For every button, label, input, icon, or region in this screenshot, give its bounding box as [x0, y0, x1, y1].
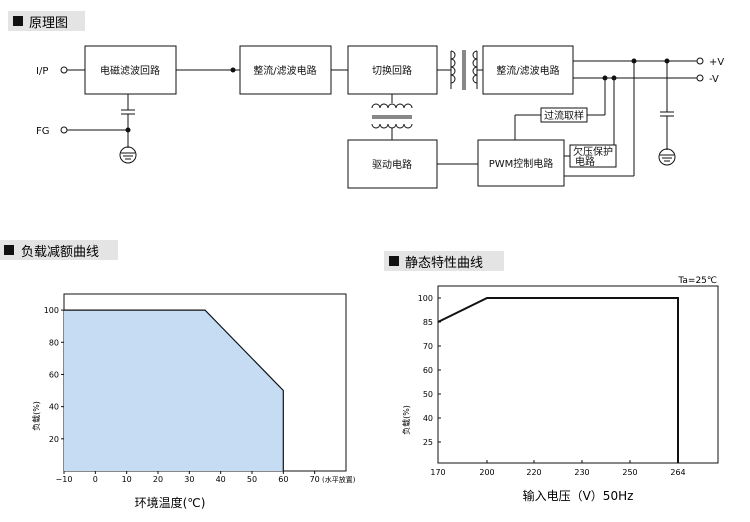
- negative-terminal: [696, 74, 704, 82]
- earth-ground-icon-right: [658, 148, 676, 166]
- block-labels: 电磁滤波回路 整流/滤波电路 切换回路 整流/滤波电路 驱动电路 PWM控制电路…: [100, 64, 613, 171]
- derating-y-tick-label: 20: [49, 435, 59, 444]
- static-x-ticks: 170 200 220 230 250 264: [430, 460, 686, 477]
- static-y-tick-label: 100: [418, 294, 433, 303]
- derating-x-axis-label: 环境温度(℃): [135, 495, 206, 510]
- derating-x-ticks: −10 0 10 20 30 40 50 60 70: [56, 471, 320, 484]
- schematic-title: 原理图: [29, 16, 68, 31]
- derating-x-note: (水平放置): [322, 475, 356, 484]
- static-y-tick-label: 40: [423, 414, 433, 423]
- static-x-tick-label: 264: [670, 468, 685, 477]
- derating-x-tick-label: 0: [93, 475, 98, 484]
- uvp-label-line1: 欠压保护: [573, 145, 613, 158]
- derating-x-tick-label: 70: [310, 475, 320, 484]
- static-y-tick-label: 85: [423, 318, 433, 327]
- schematic-header-bg: [8, 11, 85, 31]
- pwm-label: PWM控制电路: [489, 157, 554, 170]
- negative-output-label: -V: [709, 74, 719, 85]
- derating-header-square-icon: [4, 245, 14, 255]
- drive-transformer-icon: [371, 94, 413, 140]
- static-x-tick-label: 250: [622, 468, 637, 477]
- rectifier-out-label: 整流/滤波电路: [496, 64, 559, 77]
- schematic-header: 原理图: [8, 11, 85, 31]
- static-x-tick-label: 230: [574, 468, 589, 477]
- derating-y-ticks: 20 40 60 80 100: [44, 306, 64, 444]
- static-y-axis-label: 负载(%): [401, 405, 411, 435]
- derating-x-tick-label: 60: [278, 475, 288, 484]
- emi-rect-junction: [230, 67, 236, 73]
- derating-header: 负载减额曲线: [0, 240, 118, 260]
- static-x-tick-label: 170: [430, 468, 445, 477]
- driver-label: 驱动电路: [372, 158, 412, 171]
- positive-output-label: +V: [709, 57, 724, 68]
- derating-x-tick-label: 10: [122, 475, 132, 484]
- derating-curve: [64, 309, 284, 471]
- derating-y-tick-label: 80: [49, 338, 59, 347]
- static-title: 静态特性曲线: [405, 256, 483, 271]
- input-terminal: [60, 66, 68, 74]
- terminal-labels: I/P FG +V -V: [36, 57, 724, 137]
- derating-header-bg: [0, 240, 118, 260]
- fg-label: FG: [36, 126, 50, 137]
- static-y-ticks: 25 40 50 60 70 85 100: [418, 294, 441, 447]
- static-y-tick-label: 25: [423, 438, 433, 447]
- static-y-tick-label: 60: [423, 366, 433, 375]
- block-diagram: [60, 45, 704, 189]
- pwm-block: [477, 139, 565, 187]
- main-transformer-icon: [437, 50, 483, 90]
- derating-chart: −10 0 10 20 30 40 50 60 70 20 40 60 80 100 (水平放置) 环境…: [31, 293, 356, 510]
- static-header-square-icon: [389, 256, 399, 266]
- derating-x-tick-label: 50: [247, 475, 257, 484]
- rectifier-in-label: 整流/滤波电路: [253, 64, 316, 77]
- uvp-label-line2: 电路: [575, 155, 595, 168]
- derating-y-tick-label: 40: [49, 403, 59, 412]
- current-sense-label: 过流取样: [544, 109, 584, 122]
- derating-y-tick-label: 60: [49, 370, 59, 379]
- derating-x-tick-label: 20: [153, 475, 163, 484]
- static-x-tick-label: 200: [479, 468, 494, 477]
- static-header: 静态特性曲线: [384, 251, 504, 271]
- positive-terminal: [696, 57, 704, 65]
- earth-ground-icon-left: [119, 146, 137, 164]
- static-annotation: Ta=25℃: [677, 276, 717, 286]
- static-curve: [437, 297, 679, 463]
- fg-junction: [125, 127, 131, 133]
- static-y-tick-label: 70: [423, 342, 433, 351]
- derating-area-fill: [64, 310, 284, 471]
- derating-y-tick-label: 100: [44, 306, 59, 315]
- switching-label: 切换回路: [372, 64, 412, 77]
- derating-title: 负载减额曲线: [21, 245, 99, 260]
- static-x-tick-label: 220: [526, 468, 541, 477]
- fg-terminal: [60, 126, 68, 134]
- derating-x-tick-label: 40: [216, 475, 226, 484]
- schematic-header-square-icon: [13, 16, 23, 26]
- input-label: I/P: [36, 66, 48, 77]
- derating-x-tick-label: 30: [184, 475, 194, 484]
- derating-x-tick-label: −10: [56, 475, 73, 484]
- derating-y-axis-label: 负载(%): [31, 401, 41, 431]
- static-y-tick-label: 50: [423, 390, 433, 399]
- static-chart: 170 200 220 230 250 264 25 40 50 60 70 85 100 Ta=25…: [401, 276, 719, 503]
- emi-filter-label: 电磁滤波回路: [100, 64, 160, 77]
- static-x-axis-label: 输入电压（V）50Hz: [523, 488, 634, 503]
- static-header-bg: [384, 251, 504, 271]
- static-plot-frame: [437, 285, 719, 464]
